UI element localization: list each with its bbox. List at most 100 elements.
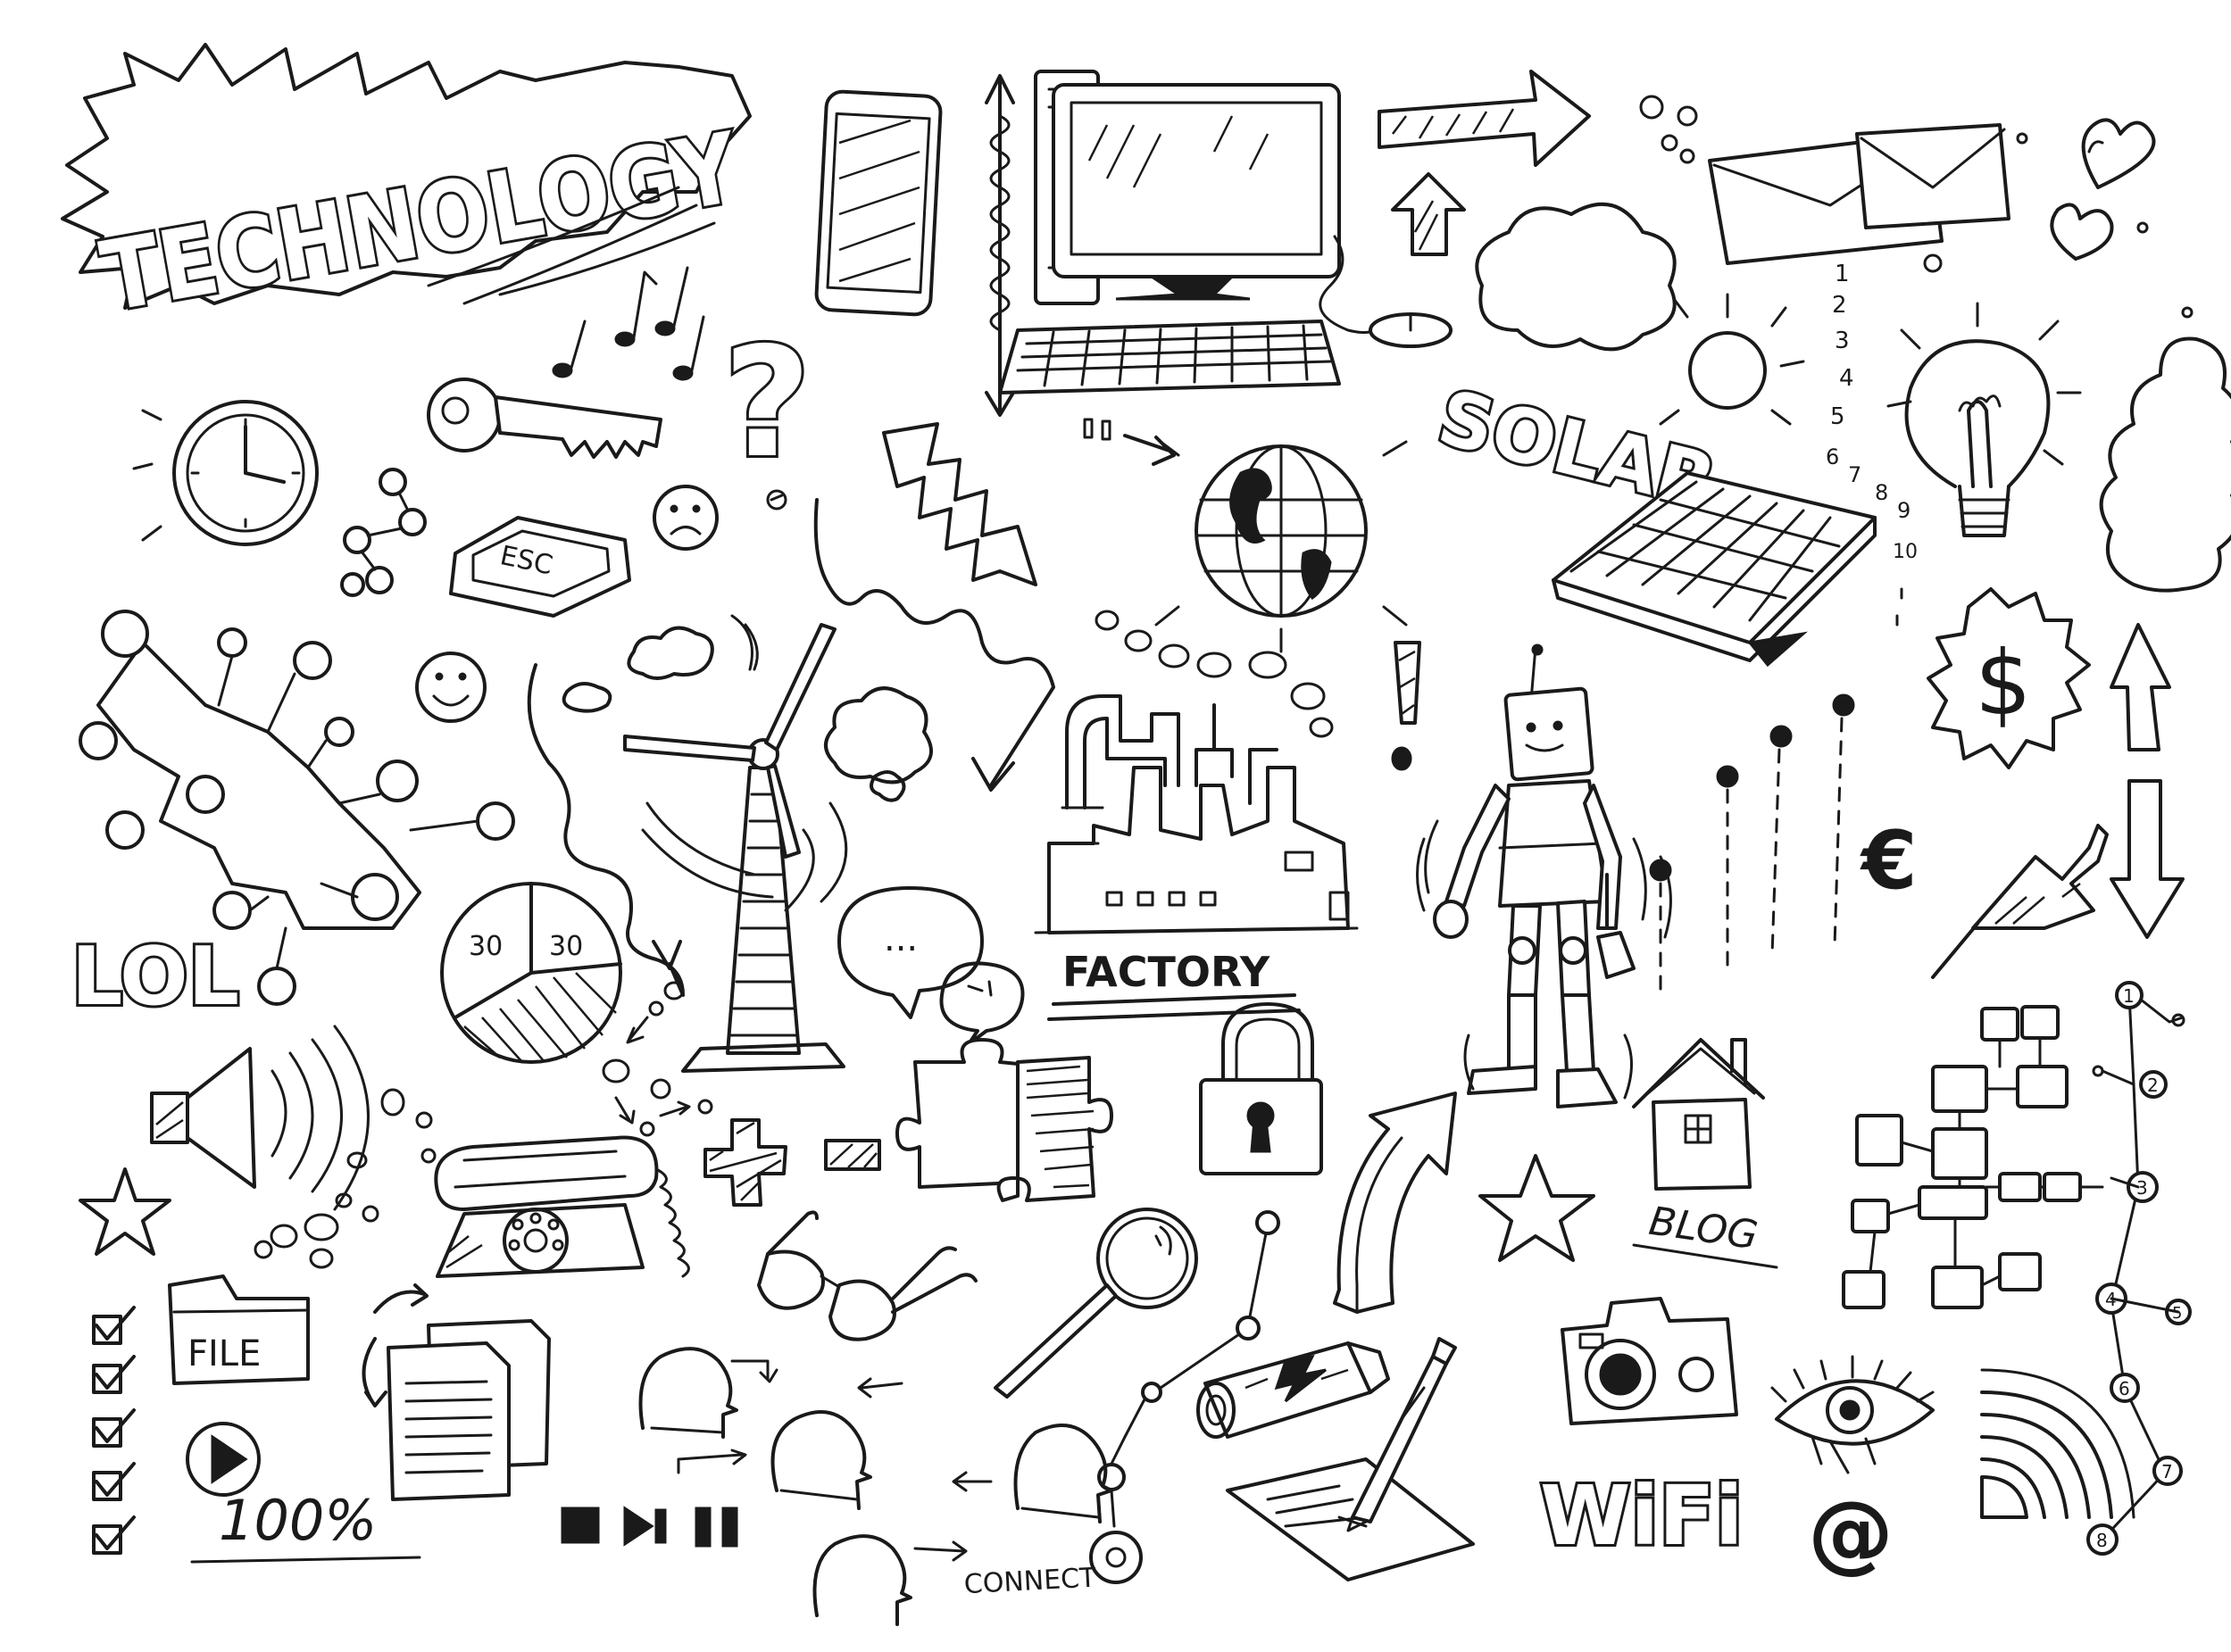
file-folder-icon: FILE [168, 1274, 310, 1385]
camera-icon [1561, 1297, 1738, 1425]
speaker-icon [150, 1025, 370, 1211]
network-nodes-icon [1089, 1210, 1280, 1584]
wind-turbine-icon [623, 623, 848, 1073]
count-6: 6 [1826, 444, 1839, 469]
count-7: 7 [1848, 462, 1861, 487]
esc-key-icon: ESC [449, 516, 631, 618]
minus-icon [824, 1139, 881, 1171]
documents-icon [362, 1283, 551, 1501]
pie-chart-icon: 30 30 [440, 882, 622, 1064]
globe-icon [1154, 440, 1408, 653]
smiley-face-icon [415, 652, 487, 723]
pie-label-a: 30 [469, 931, 503, 962]
small-cloud-icons [562, 614, 759, 713]
count-10: 10 [1893, 541, 1918, 563]
exclamation-icon [1391, 641, 1421, 771]
counting-numbers: 1 2 3 4 5 6 7 8 9 10 [1826, 261, 1918, 627]
pie-label-b: 30 [549, 931, 583, 962]
rss-feed-icon [1980, 1368, 2135, 1519]
sun-icon [1659, 293, 1805, 426]
connect-label-group: CONNECT [963, 1562, 1097, 1600]
desktop-computer-icon [998, 70, 1341, 394]
circuit-tree-icon [79, 610, 515, 1006]
spring-arrow-icon [985, 74, 1015, 417]
small-arrows-icon [602, 981, 713, 1137]
small-squiggle-icon [766, 489, 787, 511]
zigzag-arrow-icon [882, 422, 1037, 586]
factory-icon: FACTORY [1034, 694, 1359, 1021]
up-arrow-icon [1391, 172, 1466, 256]
count-8: 8 [1875, 480, 1888, 505]
eye-icon [1770, 1355, 1935, 1474]
star-icon [79, 1167, 171, 1256]
smartphone-icon [814, 89, 943, 317]
heart-icons [2050, 118, 2156, 261]
pen-and-paper-icon [1226, 1337, 1475, 1581]
chain-8: 8 [2096, 1530, 2108, 1551]
factory-label: FACTORY [1062, 948, 1270, 996]
lol-label-group: LOL [69, 927, 242, 1026]
flowchart-icon [1842, 1005, 2104, 1309]
star-outline-icon [1478, 1154, 1595, 1262]
technology-burst: TECHNOLOGY [61, 43, 752, 336]
battery-icon [1196, 1341, 1390, 1439]
percent-label: 100% [219, 1488, 377, 1553]
percent-label-group: 100% [190, 1488, 421, 1564]
numbered-chain-icon: 1 2 3 4 5 6 7 8 [2086, 981, 2192, 1556]
dots-icon [1923, 132, 2194, 319]
glasses-icon [757, 1210, 978, 1341]
chain-6: 6 [2119, 1378, 2130, 1399]
cloud-icon [1475, 202, 1677, 352]
count-4: 4 [1839, 365, 1854, 392]
chain-3: 3 [2136, 1177, 2148, 1199]
puzzle-icon [895, 1038, 1113, 1202]
envelope-icons [1708, 123, 2010, 265]
solar-panel-icon: SOLAR [1428, 370, 1877, 668]
cloud-column-icon [2099, 336, 2231, 593]
blog-label-group: BLOG [1632, 1199, 1778, 1269]
padlock-icon [1199, 1002, 1323, 1175]
wifi-label: WiFi [1540, 1468, 1743, 1564]
computer-mouse-icon [1319, 235, 1453, 348]
down-arrow-outline-icon [2110, 779, 2185, 939]
at-symbol-icon: @ [1808, 1482, 1894, 1582]
count-5: 5 [1830, 403, 1845, 430]
media-controls-icon[interactable] [561, 1506, 738, 1548]
count-1: 1 [1835, 261, 1850, 287]
bubbles-icon [1639, 95, 1698, 164]
magnifying-glass-icon [994, 1208, 1198, 1399]
euro-icon: € [1860, 814, 1918, 908]
light-bulb-icon [1886, 302, 2082, 537]
music-notes-icon [552, 266, 705, 381]
chain-2: 2 [2147, 1075, 2159, 1096]
file-label: FILE [187, 1333, 261, 1374]
wifi-label-group: WiFi [1537, 1465, 1745, 1566]
speech-dots: ... [884, 918, 918, 959]
euro-label: € [1860, 814, 1918, 908]
chain-7: 7 [2161, 1461, 2173, 1482]
question-mark-icon: ? [720, 312, 814, 494]
dotted-lines-icon [1649, 693, 1855, 992]
curved-arrow-icon [1333, 1092, 1457, 1314]
house-icon [1632, 1038, 1765, 1191]
chain-1: 1 [2123, 985, 2135, 1007]
molecule-icon [340, 468, 427, 597]
key-icon [427, 378, 662, 459]
plus-icon [703, 1118, 787, 1207]
at-label: @ [1808, 1482, 1894, 1582]
chain-5: 5 [2172, 1304, 2182, 1323]
wavy-arrow-icon [813, 498, 1055, 792]
robot-icon [1416, 643, 1672, 1108]
push-pin-icon [1931, 824, 2109, 979]
right-arrow-icon [1378, 70, 1591, 167]
sad-face-icon [653, 485, 719, 551]
connect-label: CONNECT [963, 1562, 1097, 1600]
dollar-label: $ [1975, 631, 2032, 735]
question-label: ? [723, 315, 812, 492]
count-2: 2 [1832, 292, 1847, 319]
dollar-badge-icon: $ [1927, 587, 2091, 769]
fluffy-cloud-icon [824, 686, 933, 802]
play-button-icon[interactable] [186, 1422, 261, 1497]
count-9: 9 [1897, 498, 1911, 523]
